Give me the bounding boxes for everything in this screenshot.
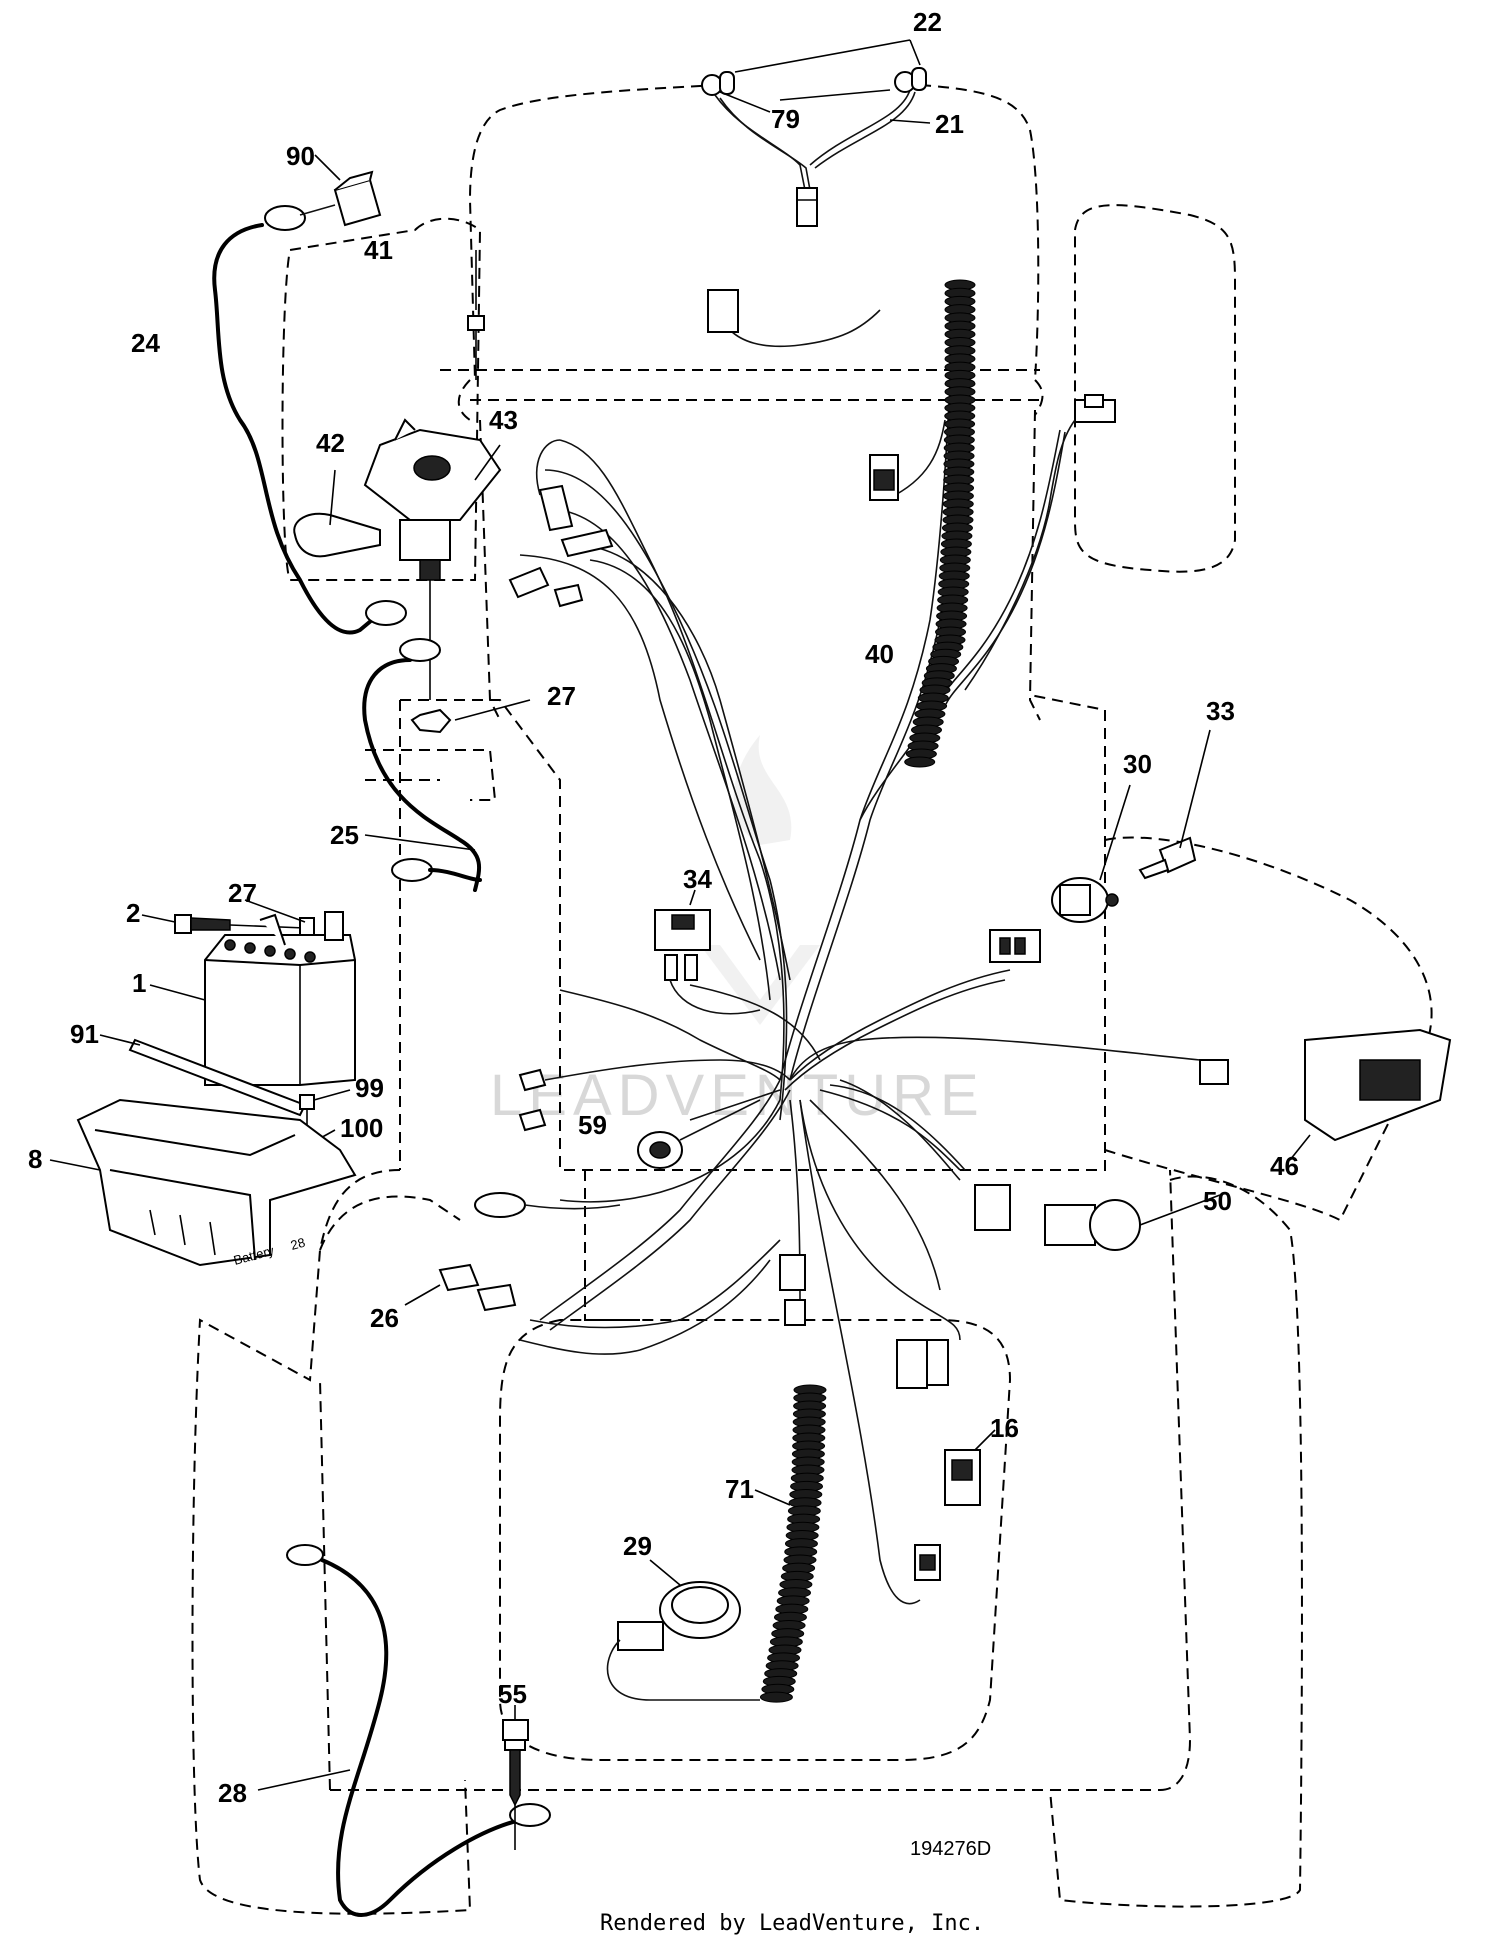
callout-79: 79: [771, 104, 800, 134]
ring-terminal: [474, 1192, 621, 1218]
callout-42: 42: [316, 428, 345, 458]
part-40-main-harness: [519, 289, 1201, 1605]
part-33-key: [1138, 729, 1211, 880]
loom-ring: [904, 756, 936, 768]
harness-connectors-lower: [779, 1254, 928, 1389]
part-26-fuse: [404, 1263, 517, 1312]
part-43-solenoid: [363, 418, 502, 700]
harness-connector-right: [518, 929, 1229, 1386]
harness-connectors-top: [508, 289, 1116, 691]
callout-40: 40: [865, 639, 894, 669]
part-21-lamp-harness: [714, 89, 916, 227]
part-40-loom: [904, 279, 976, 768]
part-2-bolt: [141, 914, 306, 934]
callout-41: 41: [364, 235, 393, 265]
part-25-cable: [362, 638, 482, 892]
callout-71: 71: [725, 1474, 754, 1504]
callout-46: 46: [1270, 1151, 1299, 1181]
watermark-text: LEADVENTURE: [490, 1063, 985, 1128]
callout-1: 1: [132, 968, 146, 998]
callout-100: 100: [340, 1113, 383, 1143]
callout-59: 59: [578, 1110, 607, 1140]
callout-29: 29: [623, 1531, 652, 1561]
part-41-bolt: [467, 250, 485, 380]
part-91-strap: [99, 1034, 307, 1117]
diagram-id: 194276D: [910, 1838, 991, 1860]
part-71-loom: [759, 1384, 827, 1703]
callout-34: 34: [683, 864, 712, 894]
part-55-bolt: [502, 1705, 529, 1850]
part-34-switch: [654, 889, 761, 1015]
callout-33: 33: [1206, 696, 1235, 726]
battery-ref: 28: [289, 1235, 307, 1253]
part-22-bulb: [701, 67, 927, 96]
part-42-boot: [293, 469, 381, 558]
part-29-horn: [606, 1559, 760, 1701]
part-24-cable: [212, 205, 407, 635]
callout-24: 24: [131, 328, 160, 358]
connector-lower-right: [914, 1544, 941, 1581]
frame-outlines: [191, 84, 1433, 1915]
callout-2: 2: [126, 898, 140, 928]
callout-26: 26: [370, 1303, 399, 1333]
part-50-choke-cable: [1044, 1194, 1221, 1251]
part-59-socket: [637, 1099, 761, 1169]
part-27-nut-battery: [244, 899, 315, 939]
part-46-panel: [1289, 1028, 1452, 1161]
part-16-connector: [944, 1429, 996, 1506]
callout-30: 30: [1123, 749, 1152, 779]
callout-91: 91: [70, 1019, 99, 1049]
callout-25: 25: [330, 820, 359, 850]
part-27-nut-upper: [410, 699, 531, 734]
watermark-logo: [700, 735, 820, 1025]
callout-27-upper: 27: [547, 681, 576, 711]
part-90-terminal-boot: [299, 170, 382, 227]
callout-21: 21: [935, 109, 964, 139]
callout-16: 16: [990, 1413, 1019, 1443]
callout-55: 55: [498, 1679, 527, 1709]
callout-28: 28: [218, 1778, 247, 1808]
callout-90: 90: [286, 141, 315, 171]
part-30-ignition-switch: [1051, 784, 1131, 923]
callouts: 22 79 21 90 41 24 42 43 40 27 25 27 2 1 …: [28, 7, 1299, 1808]
part-8-battery-tray: [49, 1098, 357, 1267]
callout-8: 8: [28, 1144, 42, 1174]
callout-27-battery: 27: [228, 878, 257, 908]
callout-22: 22: [913, 7, 942, 37]
footer-credit: Rendered by LeadVenture, Inc.: [600, 1911, 984, 1936]
callout-99: 99: [355, 1073, 384, 1103]
loom-ring: [759, 1691, 793, 1703]
callout-43: 43: [489, 405, 518, 435]
callout-50: 50: [1203, 1186, 1232, 1216]
part-28-cable: [257, 1544, 551, 1917]
